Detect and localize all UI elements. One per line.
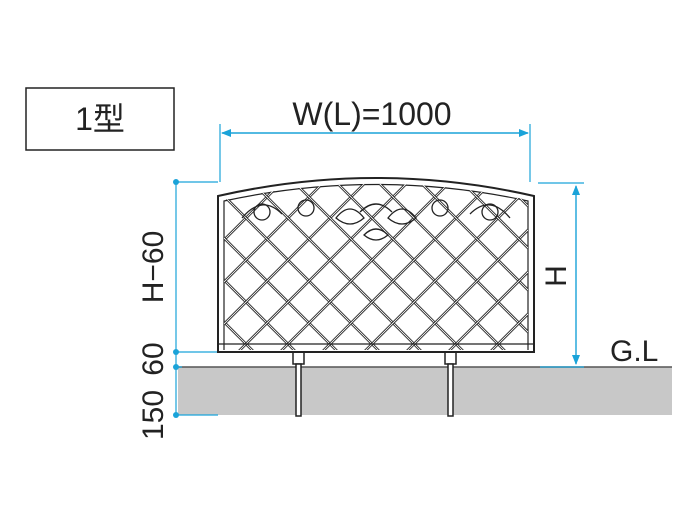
lattice-bar bbox=[0, 160, 94, 360]
lattice-bar bbox=[692, 160, 700, 360]
lattice-bar bbox=[439, 184, 528, 350]
lattice-bar bbox=[0, 160, 94, 360]
lattice-bar bbox=[608, 160, 700, 360]
lattice-bar bbox=[0, 160, 136, 360]
lattice-bar bbox=[0, 160, 136, 360]
lattice-bar bbox=[0, 160, 136, 360]
lattice-bar bbox=[224, 184, 389, 350]
lattice-bar bbox=[229, 184, 431, 350]
lattice-bar bbox=[523, 184, 528, 350]
lattice-bar bbox=[0, 160, 10, 360]
lattice-bar bbox=[0, 160, 94, 360]
lattice-bar bbox=[0, 160, 94, 360]
lattice-bar bbox=[0, 160, 136, 360]
lattice-bar bbox=[566, 160, 700, 360]
lattice-bar bbox=[650, 160, 700, 360]
lattice-bar bbox=[397, 184, 528, 350]
dim-150: 150 bbox=[137, 390, 170, 440]
lattice-bar bbox=[271, 184, 473, 350]
lattice-bar bbox=[0, 160, 10, 360]
lattice-bar bbox=[650, 160, 700, 360]
lattice-bar bbox=[566, 160, 700, 360]
lattice-bar bbox=[608, 160, 700, 360]
lattice-bar bbox=[313, 184, 515, 350]
fence-panel bbox=[0, 160, 700, 360]
side-dimension-chain: H−60 60 150 bbox=[137, 179, 218, 440]
lattice-bar bbox=[650, 160, 700, 360]
lattice-bar bbox=[20, 160, 220, 360]
lattice-bar bbox=[0, 160, 10, 360]
dim-60: 60 bbox=[137, 342, 170, 375]
lattice-bar bbox=[224, 184, 305, 350]
lattice-bar bbox=[523, 184, 528, 350]
lattice-bar bbox=[224, 184, 347, 350]
lattice-bar bbox=[608, 160, 700, 360]
lattice-bar bbox=[481, 184, 528, 350]
lattice-bar bbox=[439, 184, 528, 350]
scroll-ornament bbox=[241, 199, 511, 241]
ground-band bbox=[178, 367, 672, 415]
lattice-bar bbox=[0, 160, 52, 360]
width-dimension: W(L)=1000 bbox=[219, 96, 531, 182]
lattice-bar bbox=[224, 184, 263, 350]
ground-label: G.L bbox=[610, 335, 658, 368]
lattice-bar bbox=[566, 160, 700, 360]
height-dimension: H bbox=[538, 182, 584, 368]
lattice-bar bbox=[608, 160, 700, 360]
lattice-bar bbox=[0, 160, 52, 360]
lattice-bar bbox=[20, 160, 220, 360]
lattice-bar bbox=[0, 160, 10, 360]
lattice-bar bbox=[224, 184, 305, 350]
height-label: H bbox=[540, 265, 573, 287]
lattice-bar bbox=[0, 160, 52, 360]
lattice-bar bbox=[692, 160, 700, 360]
dim-h-minus-60: H−60 bbox=[137, 231, 170, 304]
lattice-bar bbox=[523, 184, 528, 350]
lattice-bar bbox=[0, 160, 52, 360]
type-label: 1型 bbox=[75, 101, 125, 137]
width-label: W(L)=1000 bbox=[292, 96, 451, 132]
lattice-bar bbox=[566, 160, 700, 360]
lattice-bar bbox=[692, 160, 700, 360]
type-label-box: 1型 bbox=[25, 87, 175, 151]
lattice-bar bbox=[692, 160, 700, 360]
lattice-bar bbox=[523, 184, 528, 350]
lattice-bar bbox=[650, 160, 700, 360]
lattice-bar bbox=[20, 160, 220, 360]
lattice-bar bbox=[20, 160, 220, 360]
